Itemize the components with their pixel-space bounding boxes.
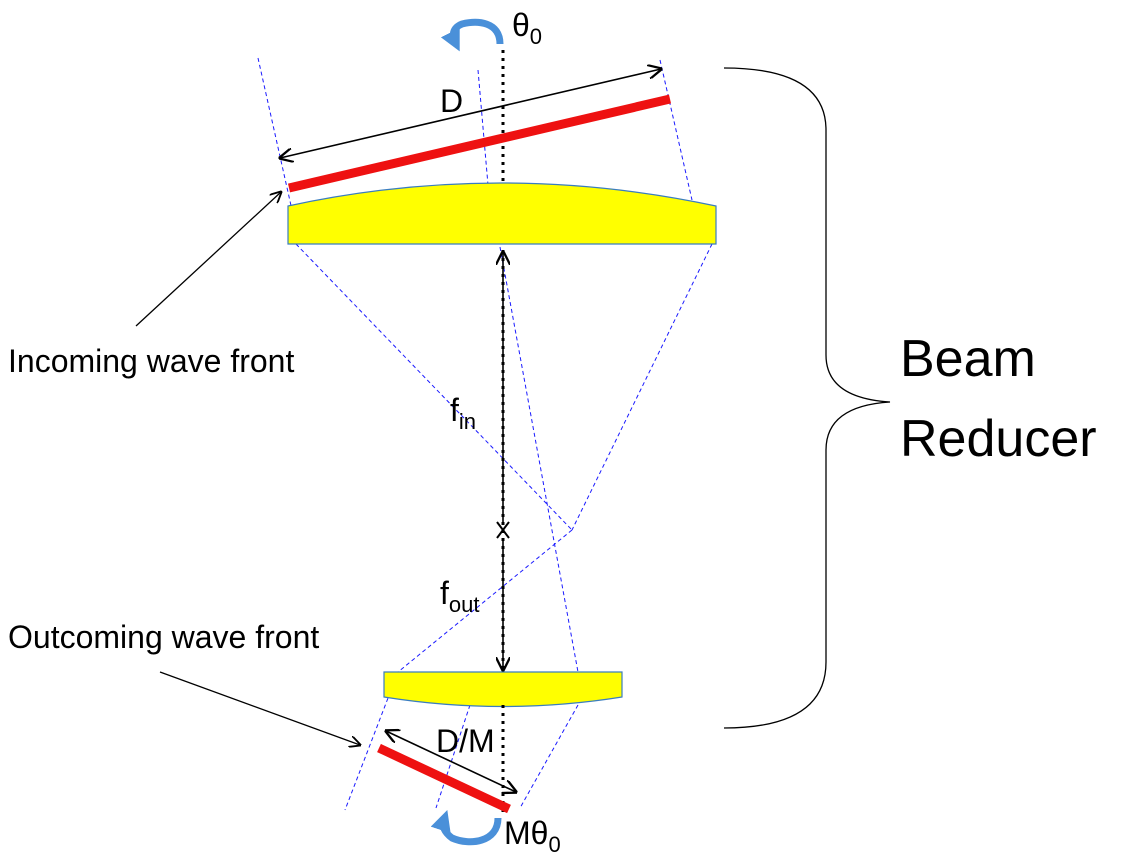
ray-line xyxy=(519,704,579,809)
ray-line xyxy=(477,69,489,186)
m-theta-zero-label: Mθ0 xyxy=(504,815,561,857)
d-label: D xyxy=(440,83,463,119)
ray-line xyxy=(397,529,573,673)
reducer-label: Reducer xyxy=(900,410,1097,468)
d-over-m-dimension-arrow xyxy=(386,731,516,792)
outcoming-wave-front-label: Outcoming wave front xyxy=(8,619,319,655)
rotate-arrow-icon xyxy=(430,810,502,846)
ray-line xyxy=(659,59,693,201)
beam-label: Beam xyxy=(900,330,1036,388)
focal-point-x-icon xyxy=(496,521,510,539)
d-dimension-arrow xyxy=(280,69,661,158)
ray-line xyxy=(499,246,579,673)
incoming-wave-front-label: Incoming wave front xyxy=(8,343,294,379)
incoming-pointer-arrow xyxy=(135,192,281,327)
ray-line xyxy=(571,243,713,531)
beam-reducer-brace xyxy=(723,67,891,729)
output-lens xyxy=(383,671,623,708)
rotate-arrow-icon xyxy=(440,18,504,52)
incoming-wavefront xyxy=(287,94,672,193)
ray-line xyxy=(257,57,293,211)
theta-zero-label: θ0 xyxy=(512,7,542,49)
outcoming-pointer-arrow xyxy=(159,671,360,745)
ray-line xyxy=(295,243,573,531)
input-lens xyxy=(287,182,717,245)
f-out-label: fout xyxy=(440,575,479,617)
d-over-m-label: D/M xyxy=(436,723,495,759)
f-in-label: fin xyxy=(450,392,476,434)
